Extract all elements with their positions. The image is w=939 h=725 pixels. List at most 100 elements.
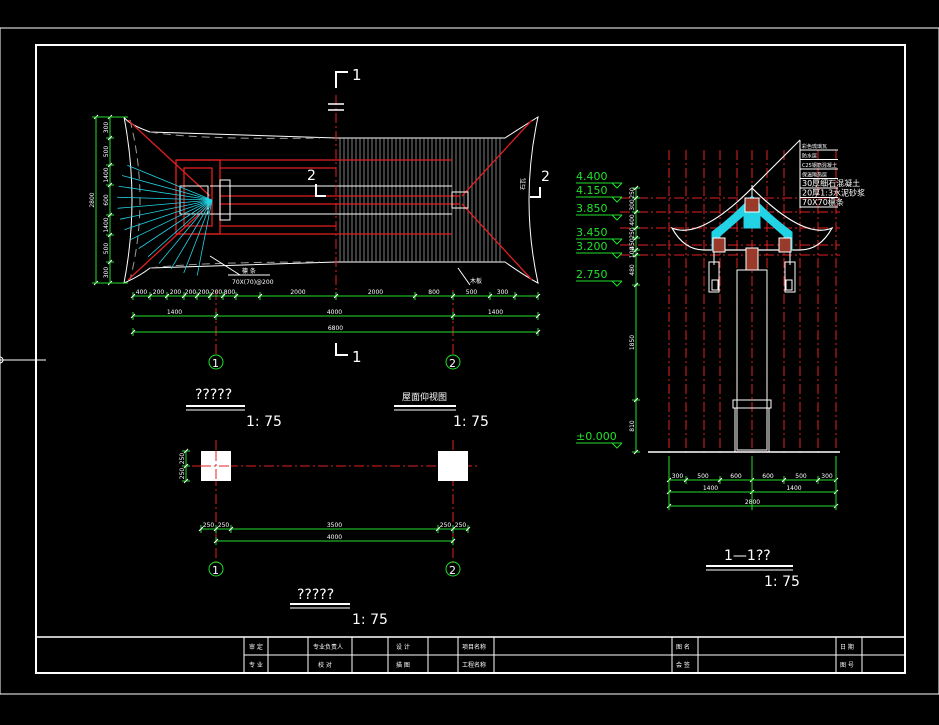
layer-label: C25钢筋混凝土 [802, 162, 837, 169]
dimension-label: 810 [629, 420, 636, 432]
dimension-label: 200 [185, 289, 197, 296]
dimension-label: 400 [629, 214, 636, 226]
tb-sign: 会 签 [676, 661, 690, 669]
section2-mark-right: 2 [541, 169, 550, 185]
tb-project: 项目名称 [462, 643, 486, 651]
layer-label: 彩色琉璃瓦 [802, 143, 827, 150]
elevation-label: 4.400 [576, 170, 608, 183]
tb-drawing-name: 图 名 [676, 643, 690, 651]
elevation-label: 4.150 [576, 184, 608, 197]
layer-label: 防水层 [802, 153, 817, 160]
dimension-label: 500 [466, 289, 478, 296]
svg-text:2: 2 [449, 357, 456, 370]
dimension-label: 300 [629, 199, 636, 211]
layer-label: 30厚细石混凝土 [802, 178, 860, 188]
section-scale: 1: 75 [764, 574, 800, 590]
dimension-label: 800 [224, 289, 236, 296]
dimension-label: 250 [218, 522, 230, 529]
section-mark-bottom: 1 [352, 348, 362, 366]
layer-label: 20厚1:3水泥砂浆 [802, 188, 865, 198]
dimension-label: 200 [153, 289, 165, 296]
dimension-label: 500 [103, 146, 110, 158]
section-title: 1—1?? [724, 548, 771, 564]
plan-title: ????? [195, 387, 232, 403]
dimension-label: 4000 [327, 309, 342, 316]
dimension-label: 300 [672, 473, 684, 480]
elevation-label: ±0.000 [576, 430, 617, 443]
column-plan-scale: 1: 75 [352, 612, 388, 628]
col-axis-bubble-2: 2 [445, 561, 461, 577]
dimension-label: 600 [103, 194, 110, 206]
roof-plan: 1 1 2 2 檩 条 70X(70)@200 木板 石瓦 3005001400… [89, 66, 550, 430]
tb-approve: 审 定 [249, 643, 263, 651]
roof-beams [127, 119, 533, 281]
dimension-label: 450 [629, 238, 636, 250]
section-mark-top: 1 [352, 66, 362, 84]
dimension-label: 800 [428, 289, 440, 296]
note-tile: 石瓦 [520, 178, 527, 190]
dimension-label: 600 [762, 473, 774, 480]
dimension-label: 4000 [327, 534, 342, 541]
dimension-label: 480 [629, 264, 636, 276]
dimension-label: 300 [497, 289, 509, 296]
column-right [438, 451, 468, 481]
dimension-label: 2800 [89, 192, 96, 207]
note-purlin-size: 70X(70)@200 [232, 279, 274, 286]
dimension-label: 250 [179, 468, 186, 480]
col-axis-bubble-1: 1 [208, 561, 224, 577]
dimension-label: 300 [821, 473, 833, 480]
roof-section [670, 187, 834, 251]
axis-bubble-2: 2 [445, 354, 461, 370]
dimension-label: 1400 [167, 309, 182, 316]
roof-plan-title: 屋面仰视图 [402, 391, 447, 403]
section2-mark-left: 2 [307, 168, 316, 184]
layer-label: 保温隔热层 [802, 172, 827, 179]
tb-project-name: 工程名称 [462, 661, 486, 669]
elevation-label: 2.750 [576, 268, 608, 281]
svg-text:1: 1 [212, 357, 219, 370]
dimension-label: 250 [629, 187, 636, 199]
tb-check: 校 对 [318, 661, 332, 669]
axis-bubble-1: 1 [208, 354, 224, 370]
dimension-label: 600 [730, 473, 742, 480]
dimension-label: 1400 [103, 217, 110, 232]
dimension-label: 250 [629, 227, 636, 239]
dimension-label: 2800 [745, 499, 760, 506]
dimension-label: 2000 [290, 289, 305, 296]
tb-lead: 专业负责人 [313, 643, 343, 651]
dimension-label: 250 [455, 522, 467, 529]
svg-text:1: 1 [212, 564, 219, 577]
dimension-label: 500 [697, 473, 709, 480]
dimension-label: 250 [440, 522, 452, 529]
dimension-label: 1400 [103, 167, 110, 182]
dimension-label: 1400 [703, 485, 718, 492]
dimension-label: 500 [795, 473, 807, 480]
dimension-label: 100 [629, 247, 636, 259]
note-board: 木板 [470, 277, 482, 285]
dimension-label: 1400 [786, 485, 801, 492]
dimension-label: 2000 [368, 289, 383, 296]
dimension-label: 250 [179, 453, 186, 465]
column-plan-title: ????? [297, 587, 334, 603]
dimension-label: 1400 [488, 309, 503, 316]
layer-label: 70X70檩条 [802, 197, 844, 207]
dimension-label: 6800 [328, 325, 343, 332]
svg-text:2: 2 [449, 564, 456, 577]
dimension-label: 1850 [629, 335, 636, 350]
elevation-label: 3.200 [576, 240, 608, 253]
elevation-label: 3.850 [576, 202, 608, 215]
dimension-label: 250 [203, 522, 215, 529]
roof-concrete [711, 195, 793, 251]
tb-discipline: 专 业 [249, 661, 263, 669]
roof-plan-scale: 1: 75 [453, 414, 489, 430]
title-block: 审 定 专 业 专业负责人 校 对 设 计 描 图 项目名称 工程名称 图 名 … [35, 636, 906, 674]
dimension-label: 500 [103, 243, 110, 255]
tb-design: 设 计 [396, 643, 410, 651]
elevation-label: 3.450 [576, 226, 608, 239]
dimension-label: 3500 [327, 522, 342, 529]
tb-draw: 描 图 [396, 661, 410, 669]
dimension-label: 300 [103, 267, 110, 279]
dimension-label: 400 [136, 289, 148, 296]
